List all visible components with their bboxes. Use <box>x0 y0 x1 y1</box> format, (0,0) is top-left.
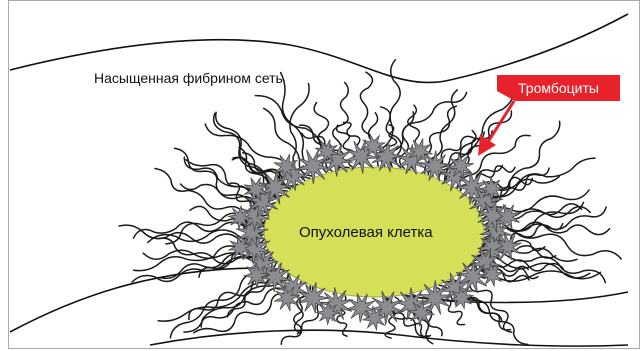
platelet <box>480 177 504 201</box>
tumor-cell-label: Опухолевая клетка <box>299 225 433 241</box>
platelet <box>317 302 340 325</box>
platelets-label: Тромбоциты <box>497 75 620 101</box>
fibrin-network-label: Насыщенная фибрином сеть <box>94 70 283 86</box>
pointer-arrow-line <box>488 101 514 142</box>
